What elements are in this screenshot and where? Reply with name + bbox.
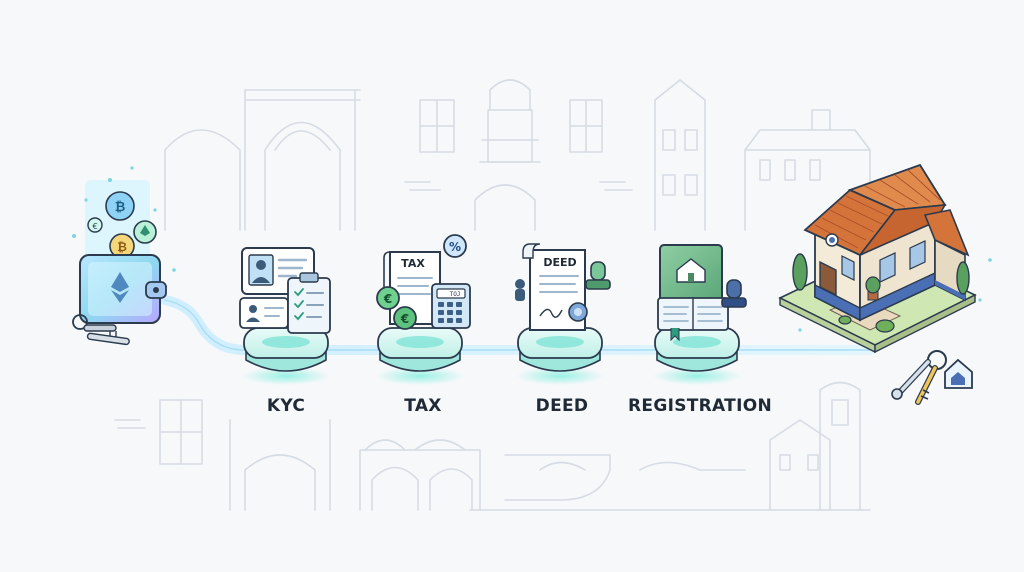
svg-text:%: % (449, 240, 461, 254)
svg-text:₿: ₿ (115, 200, 126, 215)
signature-mark (539, 308, 563, 318)
step-label-registration: REGISTRATION (628, 396, 772, 416)
percent-badge-icon (443, 234, 467, 258)
background-architecture (114, 79, 871, 511)
registration-platform (653, 327, 741, 385)
house-emblem-icon (676, 258, 706, 283)
front-door (819, 260, 837, 297)
registry-book-icon (657, 244, 747, 342)
bitcoin-coin-icon (105, 191, 135, 221)
tax-calculator-icon: TAX % TOJ € € (376, 234, 471, 330)
deed-doc-title: DEED (543, 256, 576, 269)
step-label-deed: DEED (535, 396, 589, 416)
svg-text:₿: ₿ (117, 240, 127, 254)
euro-coin-icon-2 (393, 306, 417, 330)
step-label-kyc: KYC (266, 396, 306, 416)
calculator-display: TOJ (450, 291, 461, 298)
svg-text:€: € (92, 222, 97, 231)
deed-stamp-icon: DEED (515, 243, 611, 331)
svg-text:€: € (383, 292, 392, 306)
tax-doc-title: TAX (401, 257, 425, 270)
deed-platform (516, 327, 604, 385)
registry-stamp-icon (726, 279, 742, 299)
euro-coin-icon (87, 217, 103, 233)
house-keys-bundle (891, 350, 973, 405)
tax-platform (376, 327, 464, 385)
crypto-wallet-icon: ₿ € ₿ (72, 166, 176, 346)
svg-text:€: € (400, 312, 409, 326)
step-platforms (242, 327, 741, 385)
rubber-stamp-icon (590, 261, 606, 281)
euro-coin-icon (376, 286, 400, 310)
id-card-checklist-icon (239, 247, 331, 334)
step-label-tax: TAX (404, 396, 442, 416)
house-keys-icon (778, 163, 992, 405)
kyc-platform (242, 327, 330, 385)
